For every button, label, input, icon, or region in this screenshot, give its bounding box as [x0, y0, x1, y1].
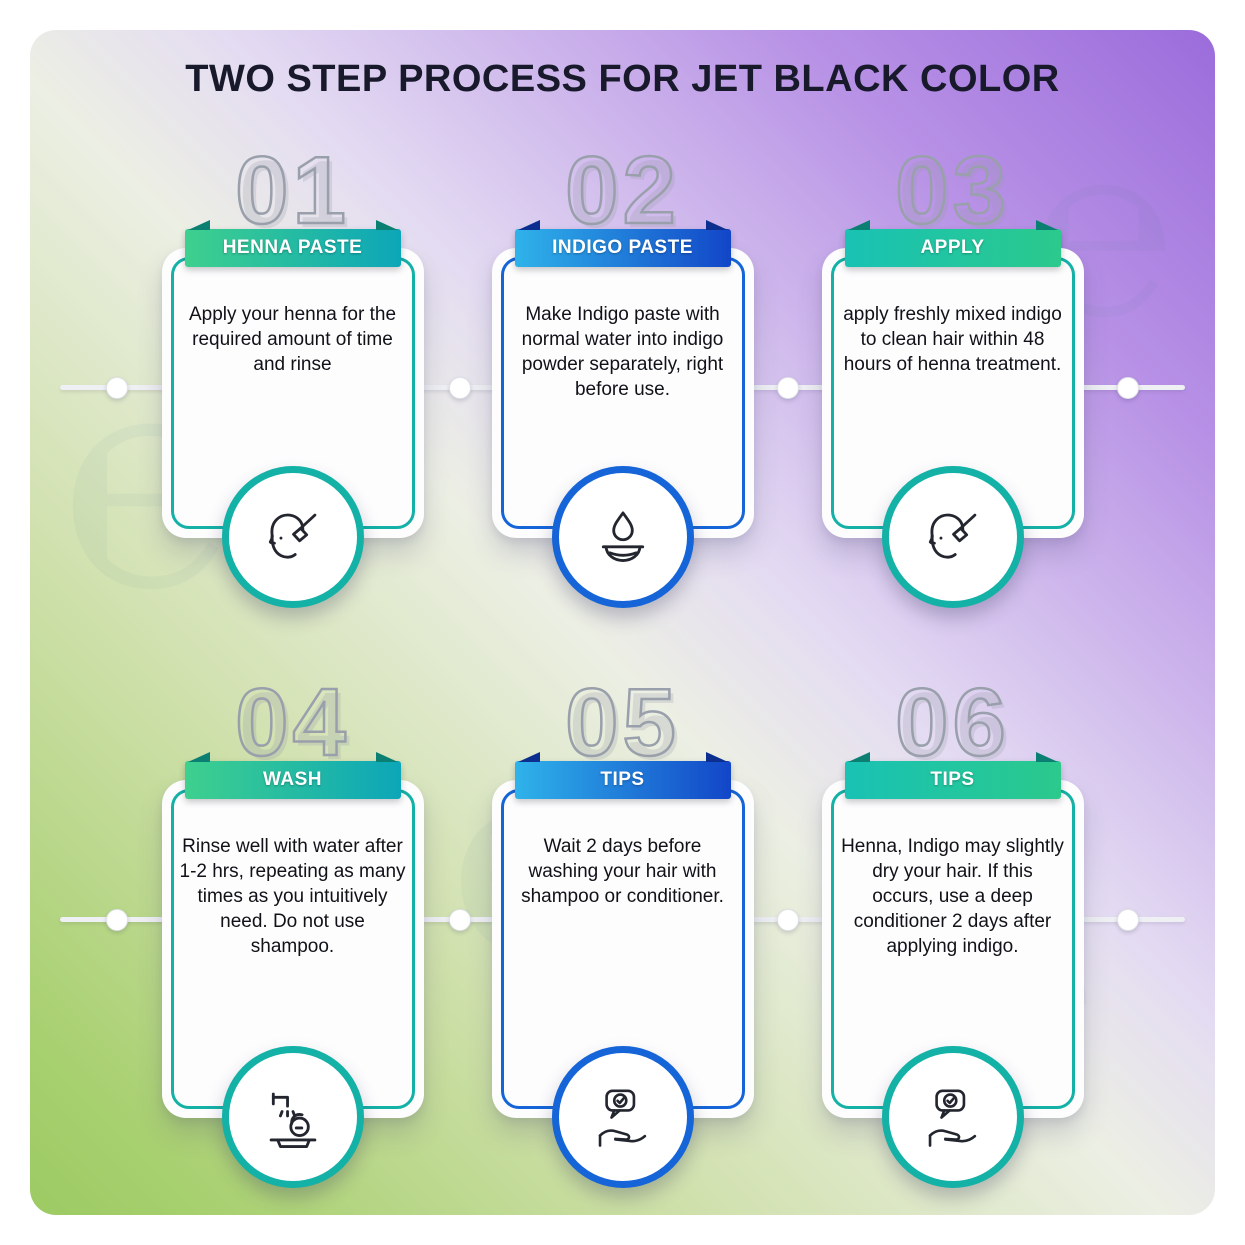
steps-row-top: 01 HENNA PASTE Apply your henna for the …	[60, 137, 1185, 608]
step-body: apply freshly mixed indigo to clean hair…	[821, 248, 1084, 608]
step-ribbon: HENNA PASTE	[184, 220, 401, 267]
step-body: Wait 2 days before washing your hair wit…	[491, 780, 754, 1188]
step-ribbon: WASH	[184, 752, 401, 799]
step-card-6: 06 TIPS Henna, Indigo may slightly dry y…	[821, 669, 1084, 1188]
step-title: WASH	[263, 769, 322, 790]
step-number: 05	[564, 669, 680, 776]
step-card-5: 05 TIPS Wait 2 days before washing your …	[491, 669, 754, 1188]
step-description: Henna, Indigo may slightly dry your hair…	[841, 836, 1064, 958]
step-title: APPLY	[920, 237, 985, 258]
steps-row-bottom: 04 WASH Rinse well with water after 1-2 …	[60, 669, 1185, 1188]
step-ribbon: APPLY	[844, 220, 1061, 267]
step-title: TIPS	[600, 769, 645, 790]
connector-dot	[776, 377, 799, 399]
hair-coloring-icon	[258, 502, 328, 572]
step-body: Rinse well with water after 1-2 hrs, rep…	[161, 780, 424, 1188]
step-body: Apply your henna for the required amount…	[161, 248, 424, 608]
step-number: 02	[564, 137, 680, 244]
step-body: Henna, Indigo may slightly dry your hair…	[821, 780, 1084, 1188]
connector-dot	[106, 377, 128, 399]
step-ribbon: TIPS	[514, 752, 731, 799]
step-description: Wait 2 days before washing your hair wit…	[521, 836, 724, 908]
step-description: Make Indigo paste with normal water into…	[521, 304, 724, 401]
hand-check-icon	[918, 1082, 988, 1152]
step-card-1: 01 HENNA PASTE Apply your henna for the …	[161, 137, 424, 608]
step-title: TIPS	[930, 769, 975, 790]
step-icon-circle	[551, 1046, 694, 1188]
step-card-4: 04 WASH Rinse well with water after 1-2 …	[161, 669, 424, 1188]
step-card-3: 03 APPLY apply freshly mixed indigo to c…	[821, 137, 1084, 608]
connector-dot	[106, 909, 128, 931]
connector-dot	[1117, 909, 1139, 931]
step-icon-circle	[221, 1046, 364, 1188]
infographic-panel: ℮ ℮ ℮ ℮ TWO STEP PROCESS FOR JET BLACK C…	[30, 30, 1215, 1215]
step-number: 03	[894, 137, 1010, 244]
connector-dot	[1117, 377, 1139, 399]
page-title: TWO STEP PROCESS FOR JET BLACK COLOR	[185, 58, 1060, 100]
step-icon-circle	[551, 466, 694, 608]
hand-check-icon	[588, 1082, 658, 1152]
connector-dot	[776, 909, 799, 931]
step-number: 01	[234, 137, 350, 244]
step-icon-circle	[221, 466, 364, 608]
connector-dot	[448, 377, 471, 399]
step-icon-circle	[881, 1046, 1024, 1188]
step-description: apply freshly mixed indigo to clean hair…	[843, 304, 1062, 376]
hair-wash-icon	[258, 1082, 328, 1152]
step-description: Apply your henna for the required amount…	[188, 304, 397, 376]
connector-dot	[448, 909, 471, 931]
step-description: Rinse well with water after 1-2 hrs, rep…	[179, 836, 406, 958]
hair-coloring-icon	[918, 502, 988, 572]
step-body: Make Indigo paste with normal water into…	[491, 248, 754, 608]
step-title: INDIGO PASTE	[552, 237, 693, 258]
steps-grid: 01 HENNA PASTE Apply your henna for the …	[30, 137, 1215, 1188]
step-ribbon: INDIGO PASTE	[514, 220, 731, 267]
step-icon-circle	[881, 466, 1024, 608]
indigo-bowl-icon	[588, 502, 658, 572]
step-card-2: 02 INDIGO PASTE Make Indigo paste with n…	[491, 137, 754, 608]
step-number: 06	[894, 669, 1010, 776]
step-title: HENNA PASTE	[222, 237, 363, 258]
step-number: 04	[234, 669, 350, 776]
step-ribbon: TIPS	[844, 752, 1061, 799]
